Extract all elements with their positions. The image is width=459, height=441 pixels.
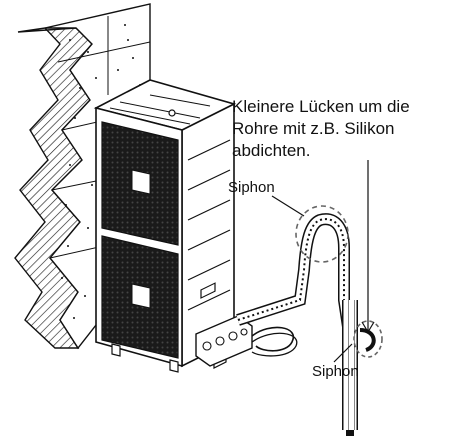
unit-foot-left [111,343,121,357]
unit-side-slats [187,139,231,311]
label-siphon-lower: Siphon [312,363,359,380]
leader-main-arrow [361,321,375,334]
annotation-main-line-2: Rohre mit z.B. Silikon [232,119,395,138]
annotation-main-line-3: abdichten. [232,141,310,160]
label-siphon-upper: Siphon [228,179,275,196]
outdoor-unit [93,79,298,373]
annotation-main-line-1: Kleinere Lücken um die [232,97,410,116]
unit-foot-right [169,359,179,373]
pipe-bundle-outer [236,213,356,341]
unit-fan-hub-lower [131,283,151,309]
unit-side-plate [200,282,216,299]
unit-fan-hub-upper [131,169,151,195]
leader-lines [271,160,375,363]
siphon-lower-marker [353,320,383,358]
unit-valve-ports [202,328,248,351]
pipe-siphon-lower [359,328,376,352]
leader-siphon-upper [271,195,305,217]
unit-cable-loop [251,326,295,352]
refrigerant-pipes [236,213,376,436]
siphon-upper-marker [295,205,349,263]
leader-siphon-lower [333,343,353,363]
unit-top-ribs [109,94,211,125]
unit-top-screw [168,109,176,117]
